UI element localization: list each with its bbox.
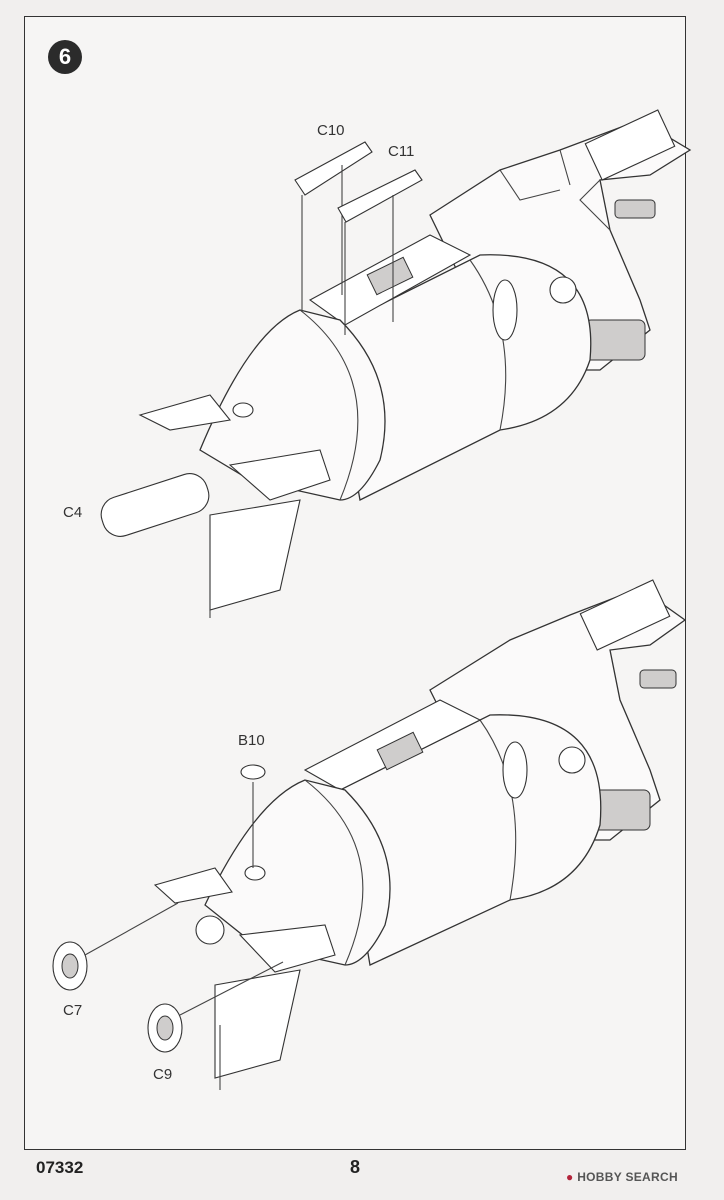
part-label-c9: C9 [153, 1066, 173, 1083]
hobby-search-logo-icon: ● [566, 1170, 578, 1184]
product-code: 07332 [36, 1158, 84, 1177]
page-number: 8 [350, 1157, 361, 1177]
watermark-text: HOBBY SEARCH [577, 1170, 678, 1184]
part-label-c4: C4 [63, 504, 83, 521]
part-label-c7: C7 [63, 1002, 83, 1019]
part-label-c11: C11 [388, 143, 415, 160]
top-assembly [100, 109, 692, 618]
part-label-b10: B10 [238, 732, 265, 749]
watermark: ● HOBBY SEARCH [566, 1170, 678, 1184]
step-number-badge: 6 [48, 40, 82, 74]
bottom-assembly [52, 579, 687, 1090]
part-label-c10: C10 [317, 122, 345, 139]
